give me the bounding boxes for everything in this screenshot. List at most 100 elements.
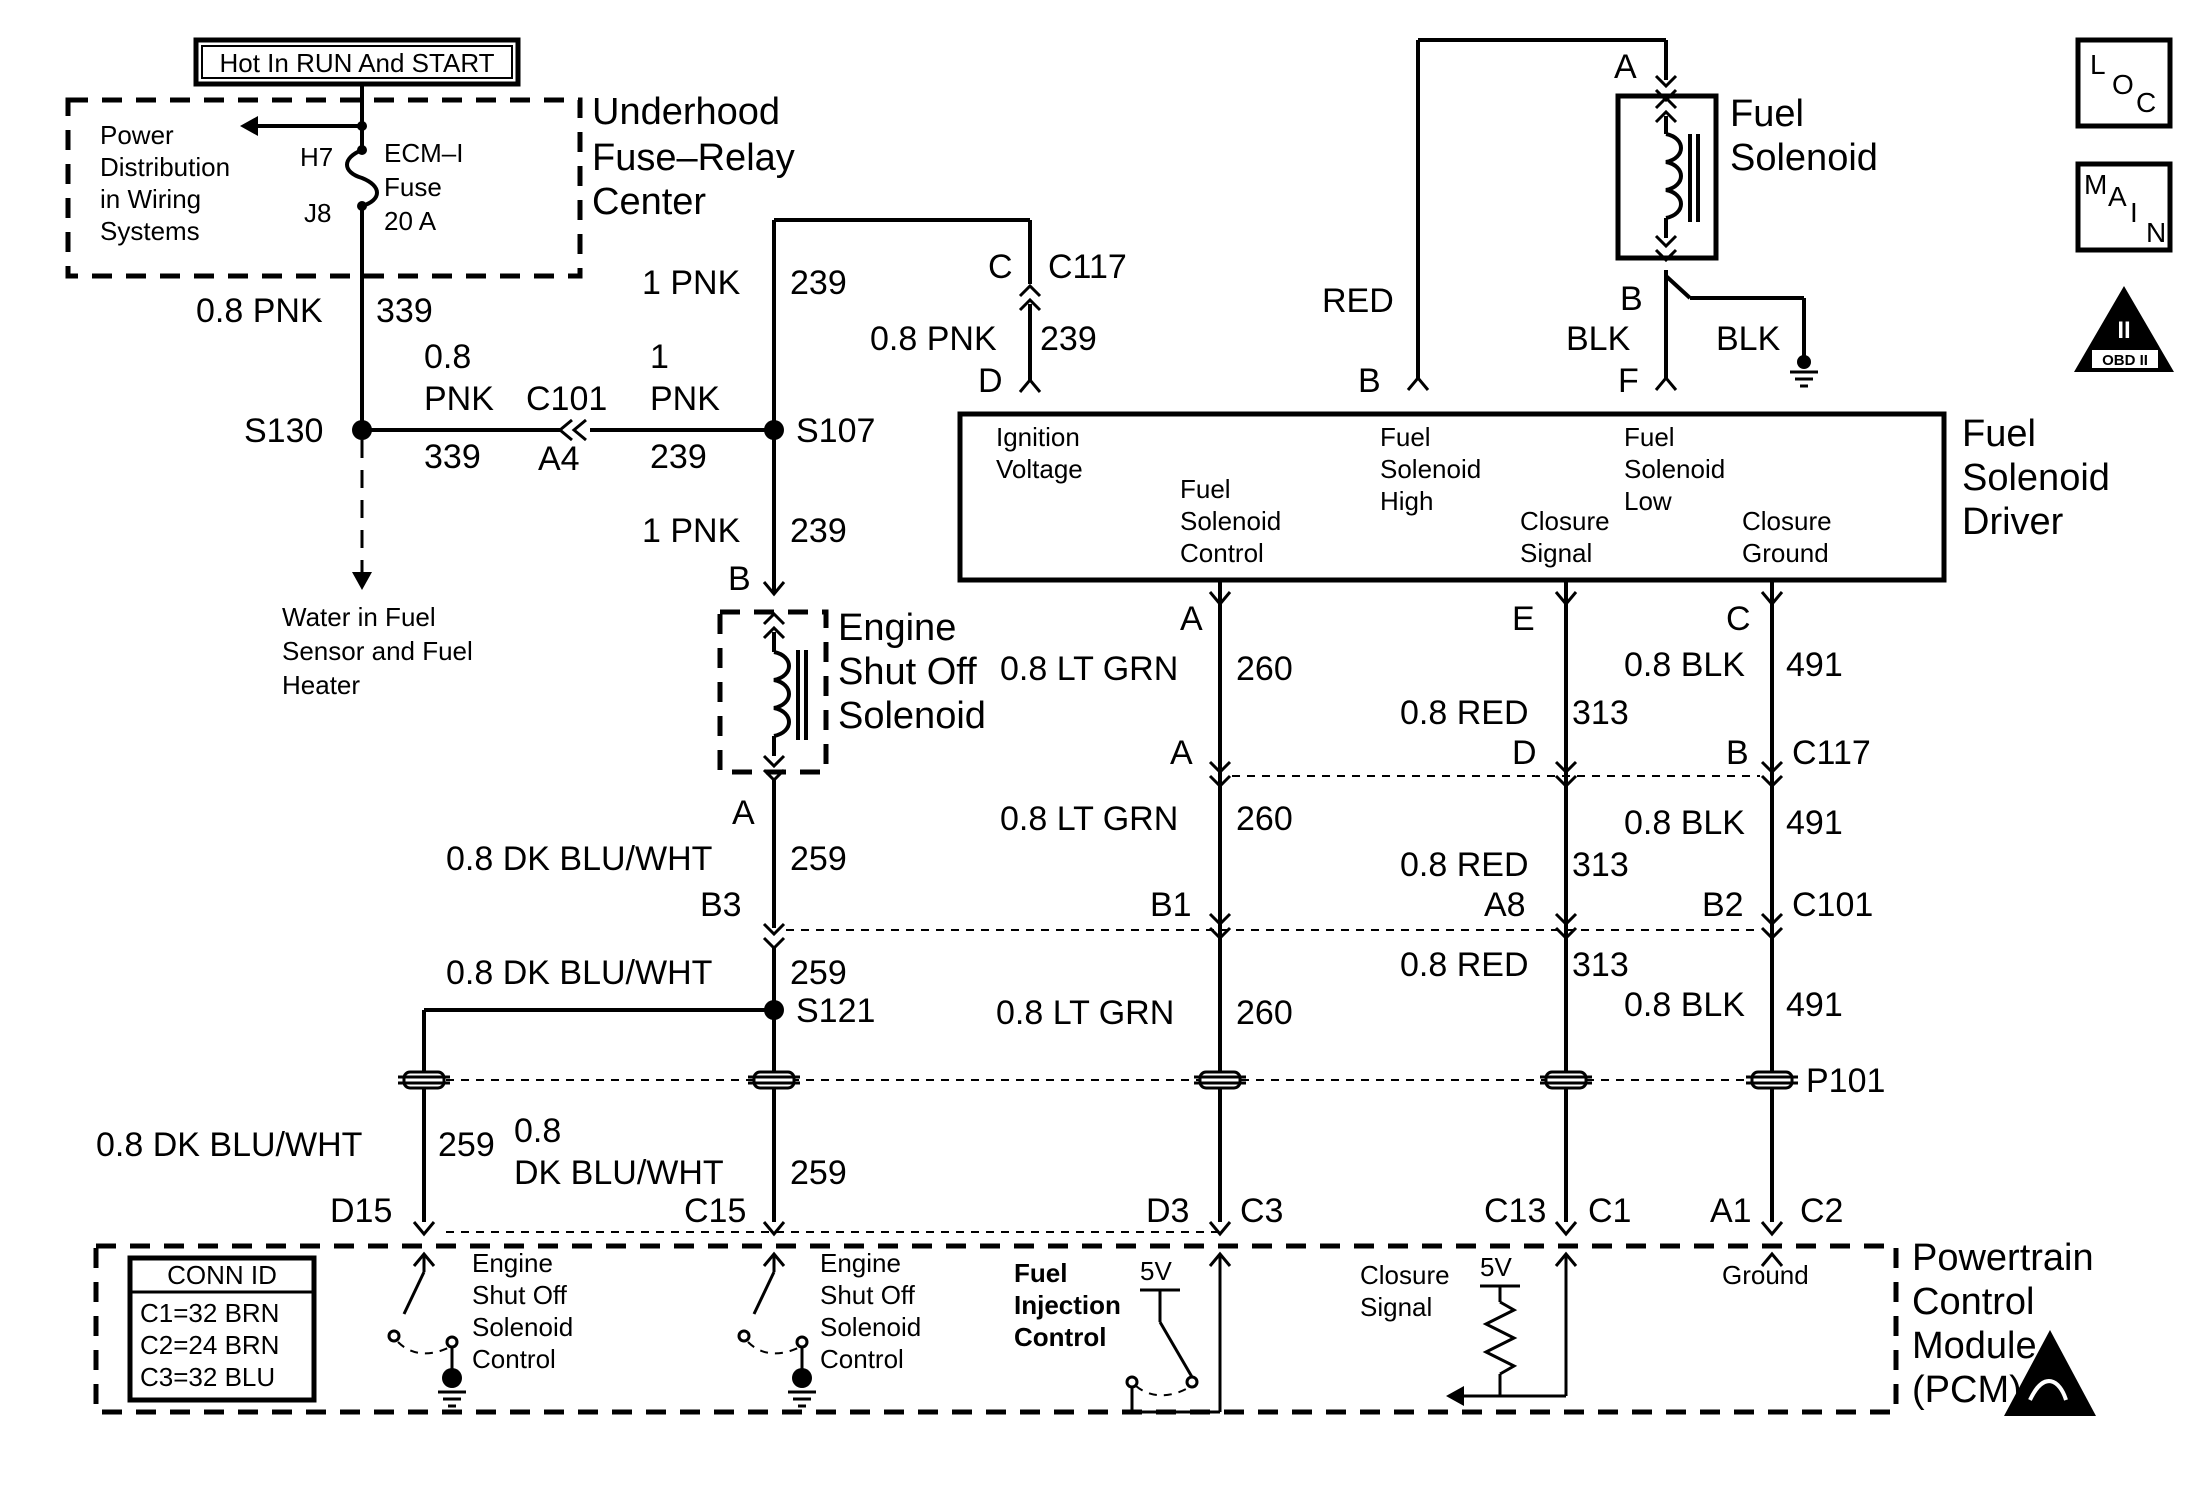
pcm-closure-signal: 5V Closure Signal — [1360, 1252, 1578, 1406]
svg-text:D3: D3 — [1146, 1192, 1189, 1230]
svg-text:A: A — [1614, 48, 1637, 86]
svg-text:C15: C15 — [684, 1192, 746, 1230]
svg-text:C101: C101 — [526, 380, 607, 418]
splice-s107-label: S107 — [796, 412, 875, 450]
svg-text:C: C — [2136, 87, 2156, 118]
svg-text:M: M — [2084, 169, 2107, 200]
p101-pin-3 — [1192, 1070, 1248, 1090]
svg-text:L: L — [2090, 49, 2106, 80]
p101-pin-4 — [1538, 1070, 1594, 1090]
fuse-icon — [345, 148, 379, 208]
arrow-down-icon — [352, 572, 372, 590]
main-button[interactable]: M A I N — [2075, 161, 2173, 253]
svg-text:E: E — [1512, 600, 1535, 638]
svg-text:A8: A8 — [1484, 886, 1526, 924]
arrow-left-icon — [240, 116, 258, 136]
svg-text:C117: C117 — [1048, 248, 1127, 286]
p101-pin-1 — [396, 1070, 452, 1090]
fuse-center-title: Underhood Fuse–Relay Center — [592, 91, 805, 223]
pin-h7: H7 — [300, 142, 333, 172]
coil-icon — [1665, 132, 1683, 220]
svg-text:C: C — [1726, 600, 1751, 638]
svg-text:C3=32 BLU: C3=32 BLU — [140, 1362, 275, 1392]
pcm-closure-label: Closure Signal — [1360, 1260, 1457, 1322]
esd-warning-icon — [2004, 1330, 2096, 1416]
svg-text:CONN ID: CONN ID — [167, 1260, 277, 1290]
svg-text:Ground: Ground — [1722, 1260, 1809, 1290]
pcm-esos-2-label: Engine Shut Off Solenoid Control — [820, 1248, 928, 1374]
svg-text:C3: C3 — [1240, 1192, 1283, 1230]
connector-p101-label: P101 — [1806, 1062, 1885, 1100]
svg-text:B3: B3 — [700, 886, 742, 924]
svg-text:A: A — [2108, 181, 2127, 212]
arrow-left-icon — [1446, 1386, 1464, 1406]
svg-text:B: B — [1358, 362, 1381, 400]
pcm-fic-label: Fuel Injection Control — [1014, 1258, 1128, 1352]
pcm-switch-2: Engine Shut Off Solenoid Control — [737, 1248, 928, 1408]
fuel-solenoid-label: Fuel Solenoid — [1730, 93, 1878, 179]
svg-text:F: F — [1618, 362, 1639, 400]
shutoff-label: Engine Shut Off Solenoid — [838, 607, 987, 737]
svg-text:B: B — [728, 560, 751, 598]
connector-c101-icon — [557, 418, 587, 442]
engine-shut-off-solenoid: Engine Shut Off Solenoid — [717, 607, 987, 782]
resistor-icon — [1482, 1300, 1518, 1376]
svg-text:Hot In RUN And START: Hot In RUN And START — [219, 48, 494, 78]
fuel-solenoid-driver: Fuel Solenoid Driver Ignition Voltage Fu… — [957, 411, 2110, 583]
svg-text:A4: A4 — [538, 440, 580, 478]
conn-id-table: CONN ID C1=32 BRN C2=24 BRN C3=32 BLU — [127, 1255, 317, 1403]
svg-text:N: N — [2146, 217, 2166, 248]
svg-text:B: B — [1620, 280, 1643, 318]
connector-c117-label: C117 — [1792, 734, 1871, 772]
hot-in-run-label: Hot In RUN And START — [193, 37, 521, 87]
ecm-fuse-label: ECM–I Fuse 20 A — [384, 138, 471, 236]
svg-text:C2: C2 — [1800, 1192, 1843, 1230]
svg-text:C1: C1 — [1588, 1192, 1631, 1230]
driver-low-label: Fuel Solenoid Low — [1624, 422, 1732, 516]
svg-text:BLK: BLK — [1716, 320, 1781, 358]
pcm: Powertrain Control Module (PCM) CONN ID … — [93, 1237, 2104, 1416]
svg-text:D: D — [1512, 734, 1537, 772]
driver-closure-label: Closure Signal — [1520, 506, 1617, 568]
pcm-label: Powertrain Control Module (PCM) — [1912, 1237, 2104, 1411]
pin-j8: J8 — [304, 198, 331, 228]
svg-text:C2=24 BRN: C2=24 BRN — [140, 1330, 279, 1360]
driver-closure-ground-label: Closure Ground — [1742, 506, 1839, 568]
wire-259-d: 0.8 DK BLU/WHT 259 — [514, 1112, 847, 1192]
underhood-fuse-relay-center: Underhood Fuse–Relay Center Power Distri… — [65, 84, 805, 279]
loc-button[interactable]: L O C — [2075, 37, 2173, 129]
svg-text:B1: B1 — [1150, 886, 1192, 924]
svg-text:B2: B2 — [1702, 886, 1744, 924]
splice-s130-label: S130 — [244, 412, 323, 450]
svg-text:5V: 5V — [1480, 1252, 1512, 1282]
svg-text:O: O — [2112, 69, 2134, 100]
svg-text:C13: C13 — [1484, 1192, 1546, 1230]
water-sensor-label: Water in Fuel Sensor and Fuel Heater — [282, 602, 480, 700]
driver-high-label: Fuel Solenoid High — [1380, 422, 1488, 516]
svg-text:A: A — [1180, 600, 1203, 638]
svg-text:I: I — [2130, 197, 2138, 228]
pcm-esos-1-label: Engine Shut Off Solenoid Control — [472, 1248, 580, 1374]
wire-239-mid: 1 PNK 239 — [650, 338, 729, 476]
svg-text:II: II — [2117, 317, 2130, 344]
svg-text:C: C — [988, 248, 1013, 286]
svg-text:A: A — [1170, 734, 1193, 772]
svg-text:5V: 5V — [1140, 1256, 1172, 1286]
svg-text:BLK: BLK — [1566, 320, 1631, 358]
